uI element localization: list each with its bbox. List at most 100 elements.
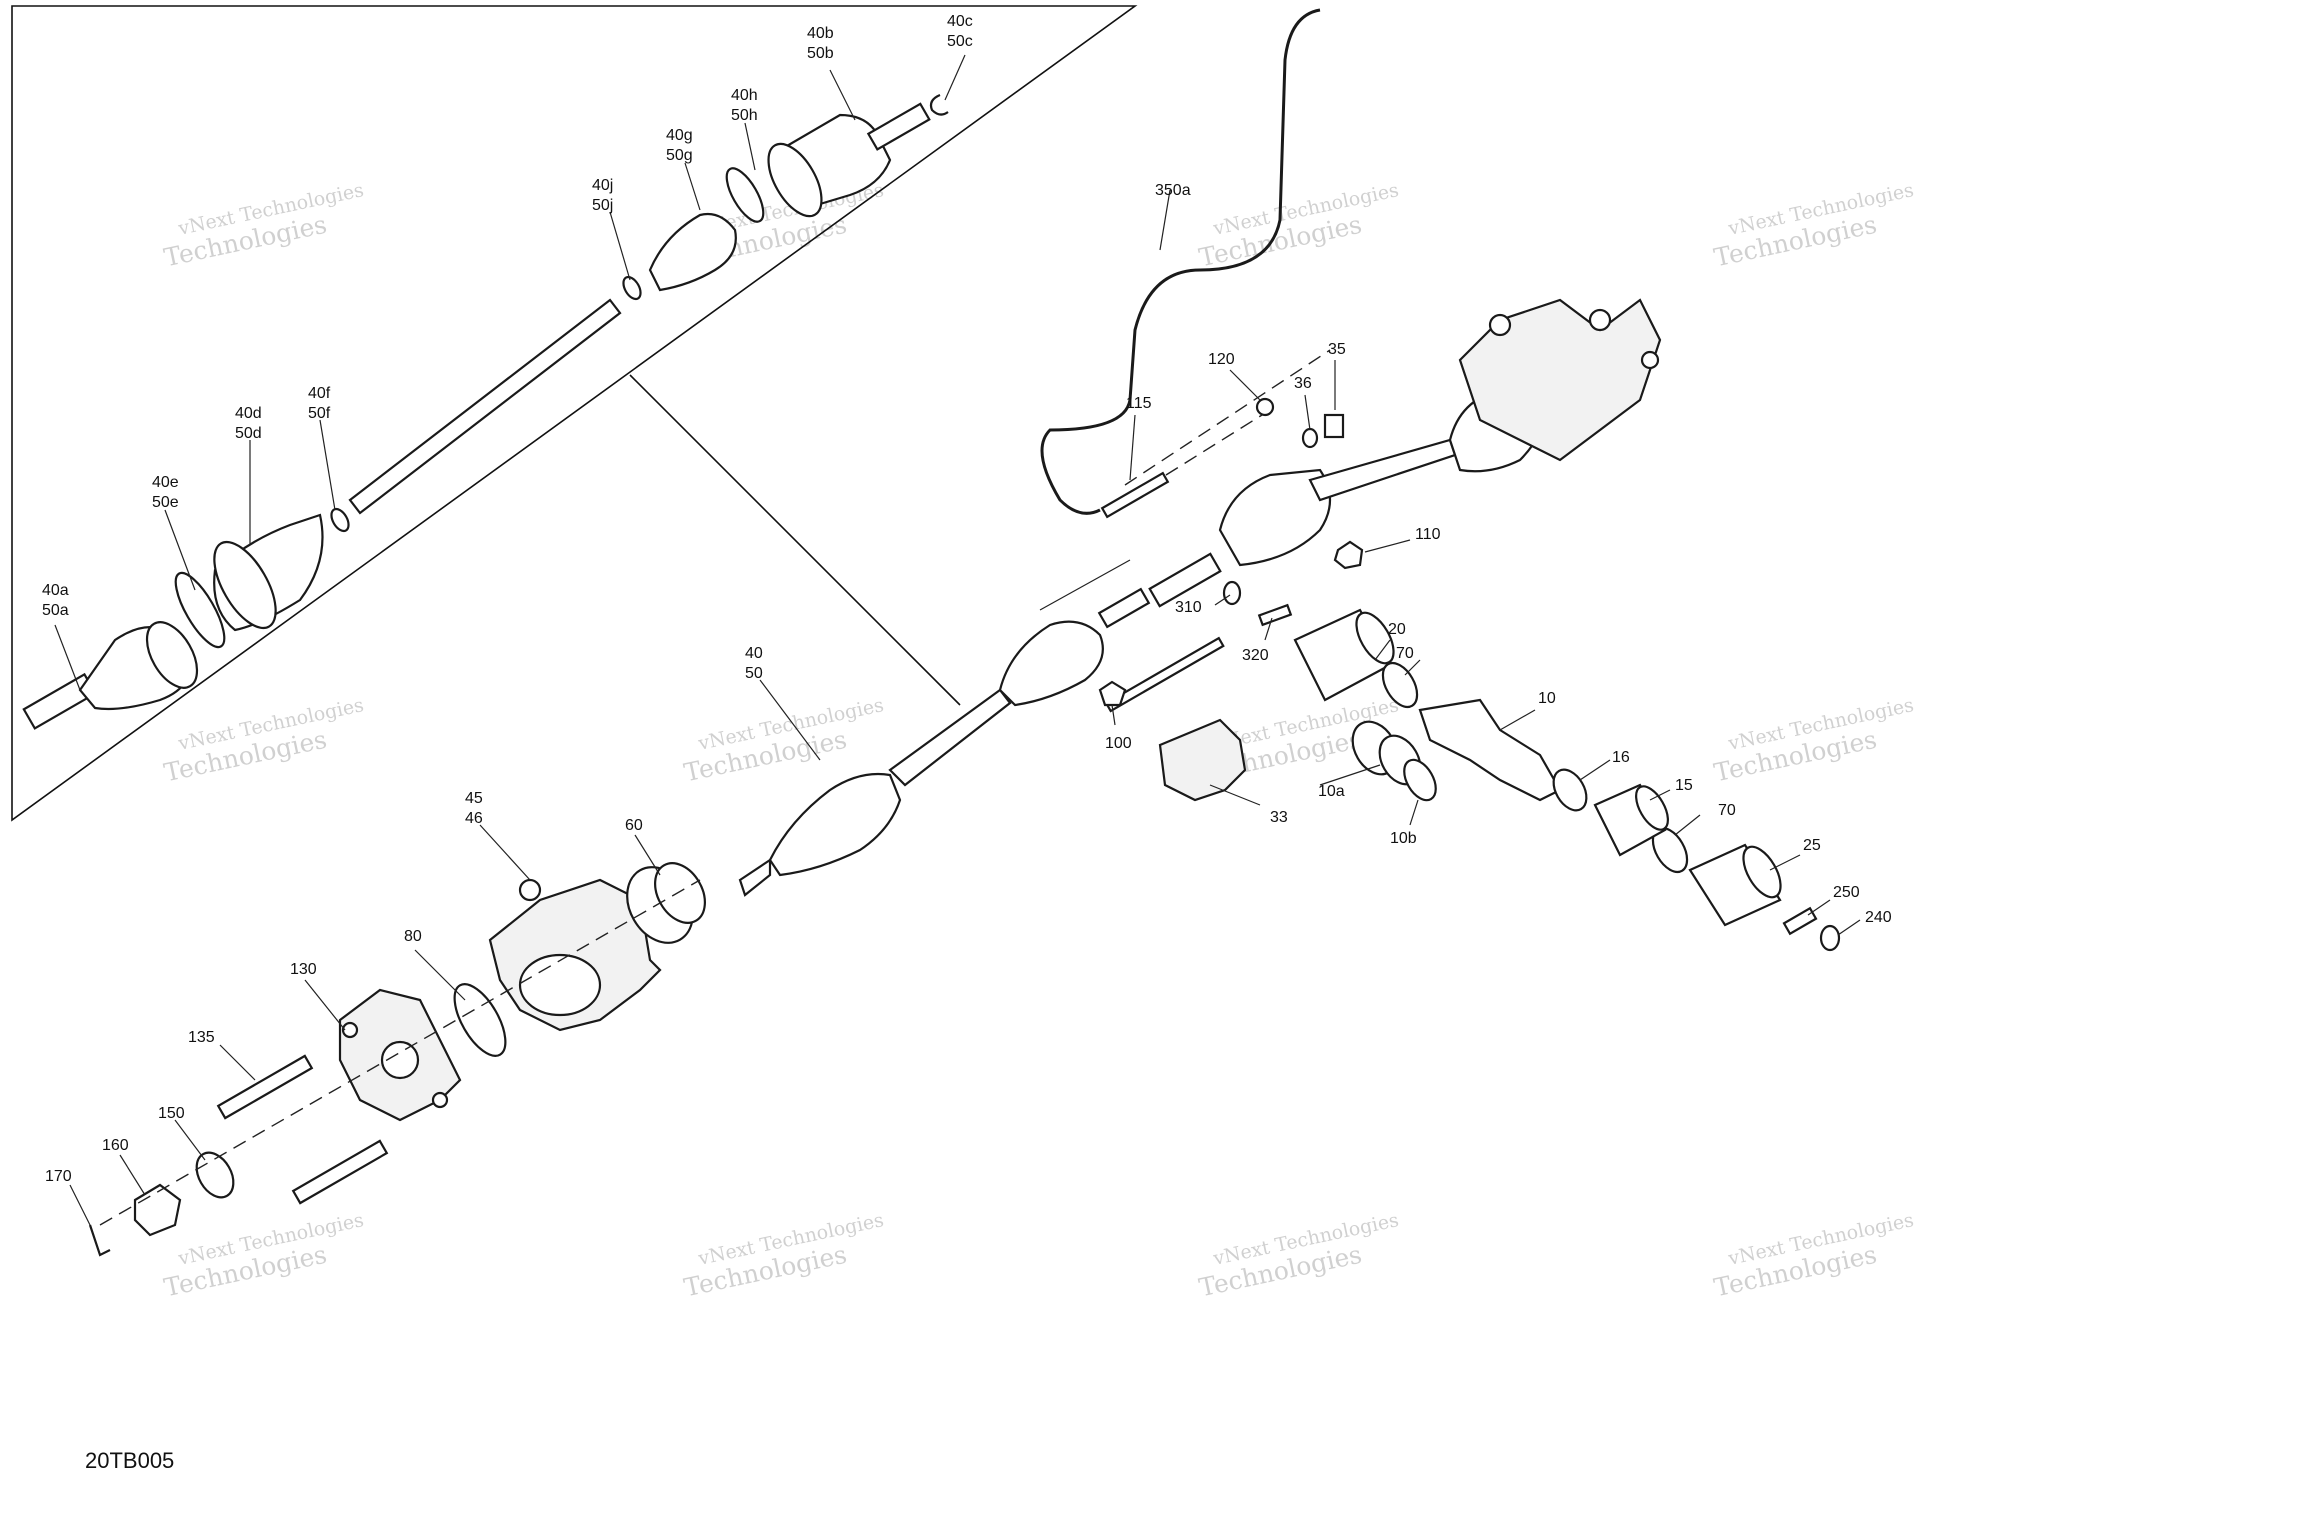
callout-50c: 50c (947, 33, 973, 50)
callout-170: 170 (45, 1168, 72, 1185)
watermark: vNext Technologies Technologies (681, 694, 885, 787)
callout-40b: 40b (807, 25, 834, 42)
callout-50a: 50a (42, 602, 69, 619)
callout-46: 46 (465, 810, 483, 827)
callout-25: 25 (1803, 837, 1821, 854)
callout-50e: 50e (152, 494, 179, 511)
o-ring-70a (1381, 661, 1419, 709)
boot-clamp-outer (174, 571, 226, 649)
retaining-ring (453, 983, 507, 1057)
inset-drive-shaft (22, 93, 949, 730)
sleeve-20 (1293, 608, 1395, 702)
callout-50g: 50g (666, 147, 693, 164)
bolt-320 (1257, 603, 1293, 627)
callout-40g: 40g (666, 127, 693, 144)
callout-320: 320 (1242, 647, 1269, 664)
steering-knuckle (488, 878, 662, 1032)
long-bolt-100 (1098, 636, 1225, 713)
cylinder-25 (1688, 843, 1782, 927)
callout-10a: 10a (1318, 783, 1345, 800)
callout-40d: 40d (235, 405, 262, 422)
ring-10b (1403, 758, 1437, 802)
wheel-hub (338, 988, 462, 1122)
assembly-axis-diff (1124, 349, 1331, 486)
spline-shaft-10 (1418, 698, 1562, 802)
watermark: vNext Technologies Technologies (161, 179, 365, 272)
watermark: vNext Technologies Technologies (1711, 179, 1915, 272)
washer-36 (1301, 427, 1319, 449)
callout-350a: 350a (1155, 182, 1191, 199)
callout-40e: 40e (152, 474, 179, 491)
callout-50b: 50b (807, 45, 834, 62)
watermark: vNext Technologies Technologies (161, 694, 365, 787)
callout-60: 60 (625, 817, 643, 834)
watermark: vNext Technologies Technologies (161, 1209, 365, 1302)
callout-50h: 50h (731, 107, 758, 124)
callout-16: 16 (1612, 749, 1630, 766)
main-drive-shaft (738, 559, 1151, 897)
callout-120: 120 (1208, 351, 1235, 368)
inset-connector-line (629, 374, 961, 706)
callout-45: 45 (465, 790, 483, 807)
watermark: vNext Technologies Technologies (1711, 1209, 1915, 1302)
callout-110: 110 (1415, 526, 1441, 543)
nut-120 (1255, 397, 1275, 417)
watermark: vNext Technologies Technologies (1196, 1209, 1400, 1302)
boot-clamp-inner (725, 167, 765, 223)
callout-70b: 70 (1718, 802, 1736, 819)
nut-110 (1333, 540, 1364, 570)
callout-40h: 40h (731, 87, 758, 104)
callout-33: 33 (1270, 809, 1288, 826)
callout-135: 135 (188, 1029, 215, 1046)
watermark: vNext Technologies Technologies (1711, 694, 1915, 787)
inner-cv-housing (767, 102, 931, 218)
callout-50d: 50d (235, 425, 262, 442)
axle-shaft (348, 298, 622, 515)
callout-160: 160 (102, 1137, 129, 1154)
callout-15: 15 (1675, 777, 1693, 794)
inset-frame (11, 5, 1138, 822)
washer (195, 1151, 235, 1199)
callout-40c: 40c (947, 13, 973, 30)
inner-boot (648, 212, 737, 292)
callout-250: 250 (1833, 884, 1860, 901)
callout-10: 10 (1538, 690, 1556, 707)
callout-36: 36 (1294, 375, 1312, 392)
washer-310 (1222, 580, 1242, 606)
assembly-axis-lower (99, 879, 701, 1226)
bracket-33 (1158, 718, 1247, 802)
sleeve-15 (1593, 783, 1669, 857)
callout-70a: 70 (1396, 645, 1414, 662)
ring-16 (1552, 768, 1588, 812)
callout-40a: 40a (42, 582, 69, 599)
circlip (929, 93, 949, 116)
snap-ring-inner (622, 275, 642, 301)
callout-40: 40 (745, 645, 763, 662)
cotter-pin (88, 1224, 111, 1257)
wheel-studs (216, 1054, 389, 1205)
callout-35: 35 (1328, 341, 1346, 358)
callout-130: 130 (290, 961, 317, 978)
drawing-reference: 20TB005 (85, 1448, 174, 1473)
callout-10b: 10b (1390, 830, 1417, 847)
callout-40j: 40j (592, 177, 613, 194)
brake-line (1040, 8, 1321, 515)
callout-310: 310 (1175, 599, 1202, 616)
callout-115: 115 (1126, 395, 1152, 412)
callout-50f: 50f (308, 405, 331, 422)
watermark: vNext Technologies Technologies (1196, 179, 1400, 272)
callout-40f: 40f (308, 385, 331, 402)
callout-80: 80 (404, 928, 422, 945)
watermark: vNext Technologies Technologies (681, 1209, 885, 1302)
leader-lines (54, 54, 1861, 1226)
castle-nut (133, 1183, 182, 1237)
wheel-bearing (626, 862, 706, 944)
callout-150: 150 (158, 1105, 185, 1122)
callout-50j: 50j (592, 197, 613, 214)
callout-50: 50 (745, 665, 763, 682)
callout-240: 240 (1865, 909, 1892, 926)
bolt-35 (1323, 413, 1345, 439)
washer-240 (1819, 924, 1841, 952)
bolt-115 (1100, 471, 1170, 519)
